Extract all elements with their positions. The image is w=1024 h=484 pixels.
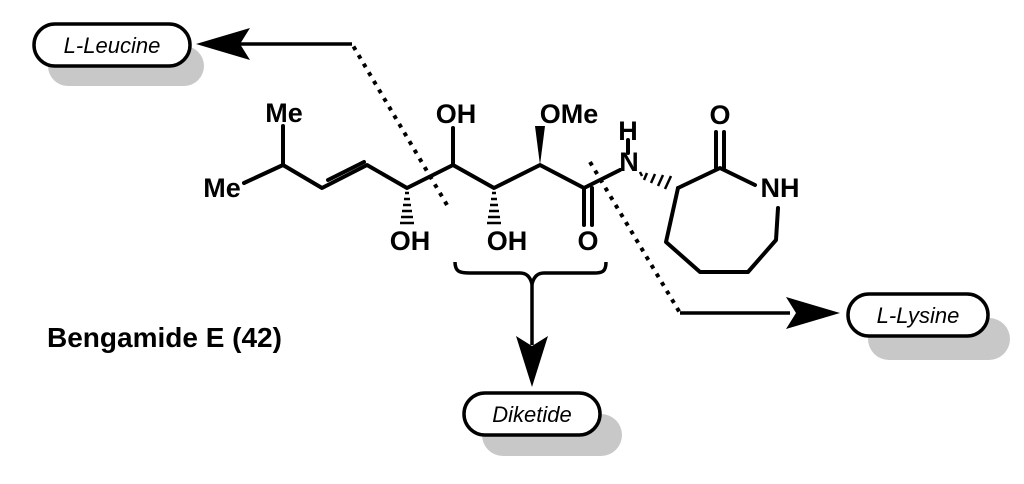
leucine-label: L-Leucine (64, 33, 161, 58)
me-left-label: Me (203, 173, 241, 203)
leucine-pill: L-Leucine (32, 22, 204, 86)
lysine-pill: L-Lysine (846, 292, 1010, 360)
leucine-arrow (196, 28, 449, 207)
hashed-wedge-c5 (400, 191, 414, 225)
oh-c3-label: OH (487, 226, 528, 256)
nh-n-label: N (619, 147, 639, 177)
diketide-pill: Diketide (462, 391, 622, 456)
structure-bonds (242, 124, 630, 227)
azepanone-ring (664, 130, 780, 274)
nh-h-label: H (618, 116, 638, 146)
carbonyl-o-label: O (577, 226, 598, 256)
lactam-nh-label: NH (761, 173, 800, 203)
hashed-wedge-ring-n (638, 171, 673, 190)
atom-labels: Me Me OH OMe OH OH O H N O NH (203, 98, 799, 256)
lactam-o-label: O (709, 100, 730, 130)
ome-label: OMe (540, 99, 599, 129)
hashed-wedge-c3 (487, 191, 501, 225)
oh-c4-label: OH (436, 99, 477, 129)
lysine-arrow (588, 160, 840, 329)
diketide-label: Diketide (492, 402, 571, 427)
me-top-label: Me (265, 98, 303, 128)
oh-c5-label: OH (390, 226, 431, 256)
compound-title: Bengamide E (42) (47, 322, 282, 353)
lysine-label: L-Lysine (877, 303, 960, 328)
diketide-brace-arrow (453, 261, 608, 387)
